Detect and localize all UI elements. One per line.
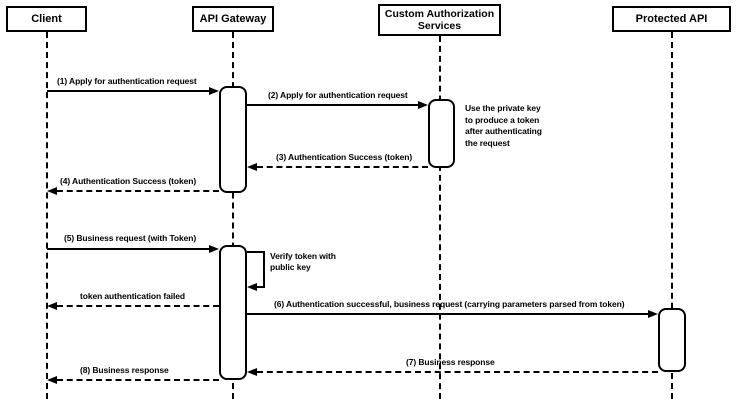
lifeline-api-gateway xyxy=(232,32,234,399)
message-2-label: (2) Apply for authentication request xyxy=(268,90,408,100)
message-4-label: (4) Authentication Success (token) xyxy=(60,176,197,186)
message-3-line xyxy=(257,166,428,168)
self-message-line-right xyxy=(263,251,265,286)
lifeline-custom-authorization-services xyxy=(439,36,441,399)
arrowhead-left-icon xyxy=(247,163,257,171)
arrowhead-right-icon xyxy=(209,87,219,95)
participant-api-gateway-label: API Gateway xyxy=(199,12,267,25)
activation-api-gateway-auth xyxy=(219,86,247,193)
activation-api-gateway-business xyxy=(219,245,247,380)
lifeline-client xyxy=(46,32,48,399)
message-2-line xyxy=(247,104,419,106)
self-message-line-bottom xyxy=(257,286,265,288)
self-message-label: Verify token with public key xyxy=(270,251,336,272)
message-8-label: (8) Business response xyxy=(80,365,169,375)
arrowhead-left-icon xyxy=(47,187,57,195)
participant-client-label: Client xyxy=(31,12,62,25)
participant-protected-api-label: Protected API xyxy=(635,12,708,25)
message-token-failed-label: token authentication failed xyxy=(80,291,185,301)
self-message-line-top xyxy=(247,251,265,253)
arrowhead-left-icon xyxy=(247,368,257,376)
message-1-line xyxy=(47,90,210,92)
arrowhead-left-icon xyxy=(247,283,257,291)
lifeline-protected-api xyxy=(671,32,673,399)
activation-protected-api xyxy=(658,308,686,372)
participant-protected-api: Protected API xyxy=(612,6,731,32)
arrowhead-right-icon xyxy=(209,245,219,253)
arrowhead-left-icon xyxy=(47,376,57,384)
message-7-line xyxy=(257,371,658,373)
arrowhead-left-icon xyxy=(47,302,57,310)
message-5-label: (5) Business request (with Token) xyxy=(64,233,197,243)
participant-custom-authorization-services-label: Custom Authorization Services xyxy=(384,7,495,32)
message-5-line xyxy=(47,248,210,250)
arrowhead-right-icon xyxy=(648,310,658,318)
message-7-label: (7) Business response xyxy=(406,357,495,367)
message-6-label: (6) Authentication successful, business … xyxy=(274,299,625,309)
activation-custom-authorization-services xyxy=(428,99,455,168)
message-8-line xyxy=(57,379,219,381)
message-3-label: (3) Authentication Success (token) xyxy=(276,152,413,162)
message-token-failed-line xyxy=(57,305,219,307)
message-4-line xyxy=(57,190,219,192)
participant-custom-authorization-services: Custom Authorization Services xyxy=(378,4,501,36)
note-private-key: Use the private key to produce a token a… xyxy=(465,103,542,148)
message-1-label: (1) Apply for authentication request xyxy=(57,76,197,86)
participant-api-gateway: API Gateway xyxy=(192,6,274,32)
message-6-line xyxy=(247,313,648,315)
arrowhead-right-icon xyxy=(418,101,428,109)
participant-client: Client xyxy=(6,6,87,32)
